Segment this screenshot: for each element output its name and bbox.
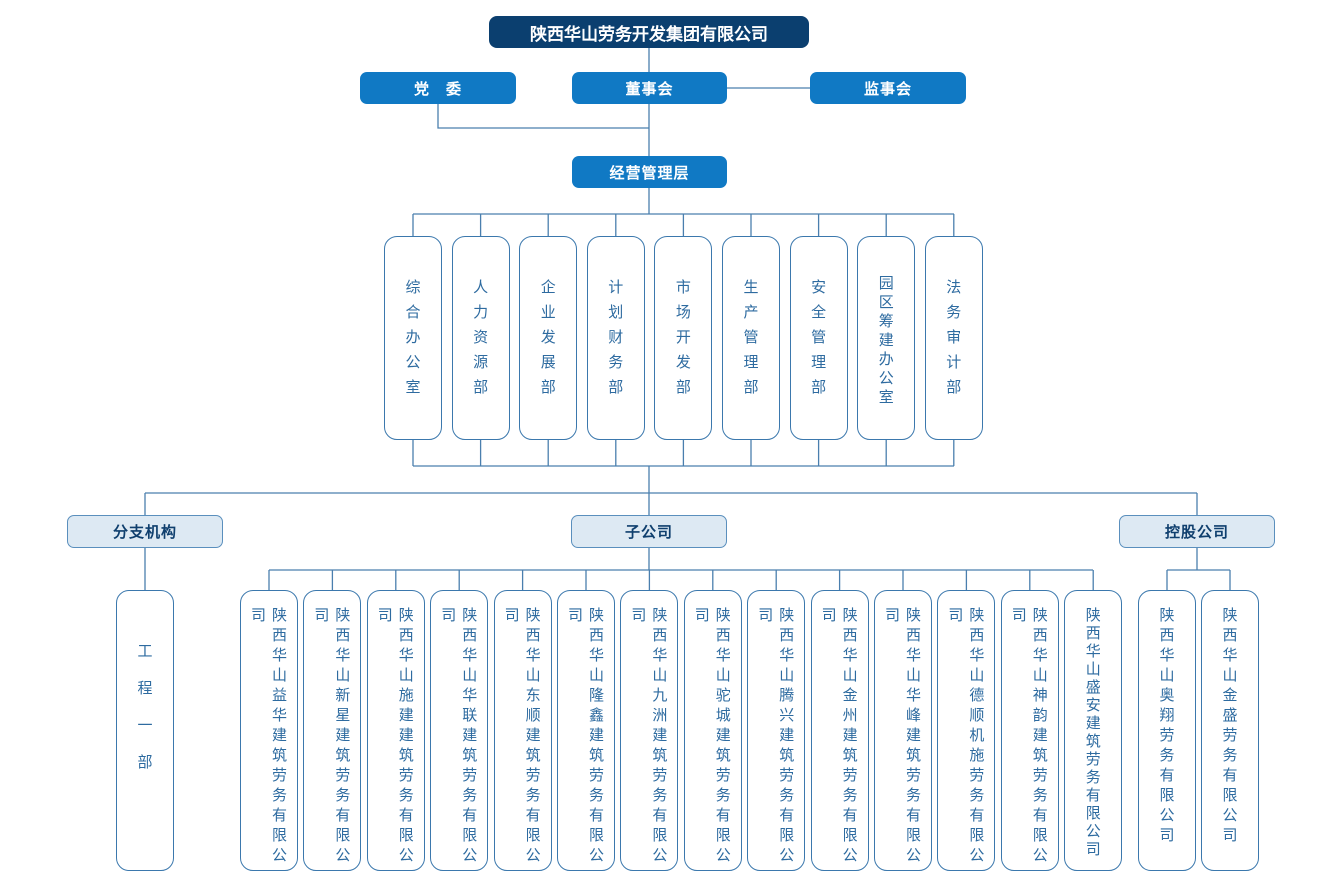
subsidiary-item-label: 陕西华山华联建筑劳务有限公司 — [439, 607, 479, 867]
subsidiary-item-label: 陕西华山东顺建筑劳务有限公司 — [502, 607, 542, 867]
management-box: 经营管理层 — [572, 156, 727, 188]
subsidiary-item-label: 陕西华山腾兴建筑劳务有限公司 — [756, 607, 796, 867]
subsidiary-item: 陕西华山华峰建筑劳务有限公司 — [874, 590, 932, 871]
department-item: 安全管理部 — [789, 236, 848, 440]
subsidiary-item: 陕西华山东顺建筑劳务有限公司 — [493, 590, 552, 871]
department-item: 人力资源部 — [451, 236, 510, 440]
holding-item: 陕西华山奥翔劳务有限公司 — [1138, 590, 1196, 871]
subsidiary-item: 陕西华山新星建筑劳务有限公司 — [303, 590, 362, 871]
subsidiary-item-label: 陕西华山新星建筑劳务有限公司 — [312, 607, 352, 867]
board-of-directors-box: 董事会 — [572, 72, 727, 104]
subsidiary-item: 陕西华山盛安建筑劳务有限公司 — [1064, 590, 1123, 871]
department-item: 市场开发部 — [654, 236, 713, 440]
subsidiaries-box: 子公司 — [571, 515, 727, 548]
party-committee-box: 党 委 — [360, 72, 516, 104]
holding-item: 陕西华山金盛劳务有限公司 — [1201, 590, 1259, 871]
department-item: 计划财务部 — [586, 236, 645, 440]
subsidiary-item: 陕西华山华联建筑劳务有限公司 — [430, 590, 489, 871]
subsidiary-item-label: 陕西华山驼城建筑劳务有限公司 — [692, 607, 732, 867]
department-item-label: 法务审计部 — [944, 279, 963, 404]
department-item: 企业发展部 — [519, 236, 578, 440]
holding-item-label: 陕西华山奥翔劳务有限公司 — [1157, 607, 1176, 847]
department-item-label: 安全管理部 — [809, 279, 828, 404]
branch-box: 分支机构 — [67, 515, 223, 548]
subsidiary-item: 陕西华山隆鑫建筑劳务有限公司 — [557, 590, 615, 871]
supervisory-board-box: 监事会 — [810, 72, 966, 104]
subsidiary-item-label: 陕西华山益华建筑劳务有限公司 — [249, 607, 288, 867]
department-item-label: 园区筹建办公室 — [876, 275, 895, 408]
department-item: 综合办公室 — [384, 236, 442, 440]
subsidiary-item: 陕西华山腾兴建筑劳务有限公司 — [747, 590, 806, 871]
department-item-label: 计划财务部 — [606, 279, 625, 404]
subsidiary-item: 陕西华山益华建筑劳务有限公司 — [240, 590, 298, 871]
holding-item-label: 陕西华山金盛劳务有限公司 — [1220, 607, 1239, 847]
subsidiary-item-label: 陕西华山施建建筑劳务有限公司 — [375, 607, 415, 867]
subsidiary-item: 陕西华山金州建筑劳务有限公司 — [810, 590, 869, 871]
subsidiary-item: 陕西华山施建建筑劳务有限公司 — [366, 590, 425, 871]
department-item-label: 人力资源部 — [471, 279, 490, 404]
subsidiary-item-label: 陕西华山金州建筑劳务有限公司 — [819, 607, 859, 867]
subsidiary-item: 陕西华山驼城建筑劳务有限公司 — [683, 590, 742, 871]
subsidiary-item-label: 陕西华山华峰建筑劳务有限公司 — [883, 607, 922, 867]
department-item: 法务审计部 — [924, 236, 983, 440]
department-item-label: 企业发展部 — [538, 279, 557, 404]
department-item: 园区筹建办公室 — [857, 236, 916, 440]
subsidiary-item-label: 陕西华山九洲建筑劳务有限公司 — [629, 607, 669, 867]
department-item-label: 生产管理部 — [741, 279, 760, 404]
branch-unit: 工程一部 — [116, 590, 174, 871]
department-item-label: 综合办公室 — [403, 279, 422, 404]
department-item: 生产管理部 — [722, 236, 780, 440]
subsidiary-item: 陕西华山神韵建筑劳务有限公司 — [1000, 590, 1059, 871]
subsidiary-item: 陕西华山九洲建筑劳务有限公司 — [620, 590, 679, 871]
subsidiary-item-label: 陕西华山神韵建筑劳务有限公司 — [1009, 607, 1049, 867]
subsidiary-item-label: 陕西华山盛安建筑劳务有限公司 — [1083, 607, 1102, 859]
subsidiary-item-label: 陕西华山德顺机施劳务有限公司 — [946, 607, 986, 867]
subsidiary-item: 陕西华山德顺机施劳务有限公司 — [937, 590, 996, 871]
group-company-title: 陕西华山劳务开发集团有限公司 — [489, 16, 809, 48]
department-item-label: 市场开发部 — [673, 279, 692, 404]
branch-unit-label: 工程一部 — [135, 643, 154, 791]
holdings-box: 控股公司 — [1119, 515, 1275, 548]
subsidiary-item-label: 陕西华山隆鑫建筑劳务有限公司 — [566, 607, 605, 867]
